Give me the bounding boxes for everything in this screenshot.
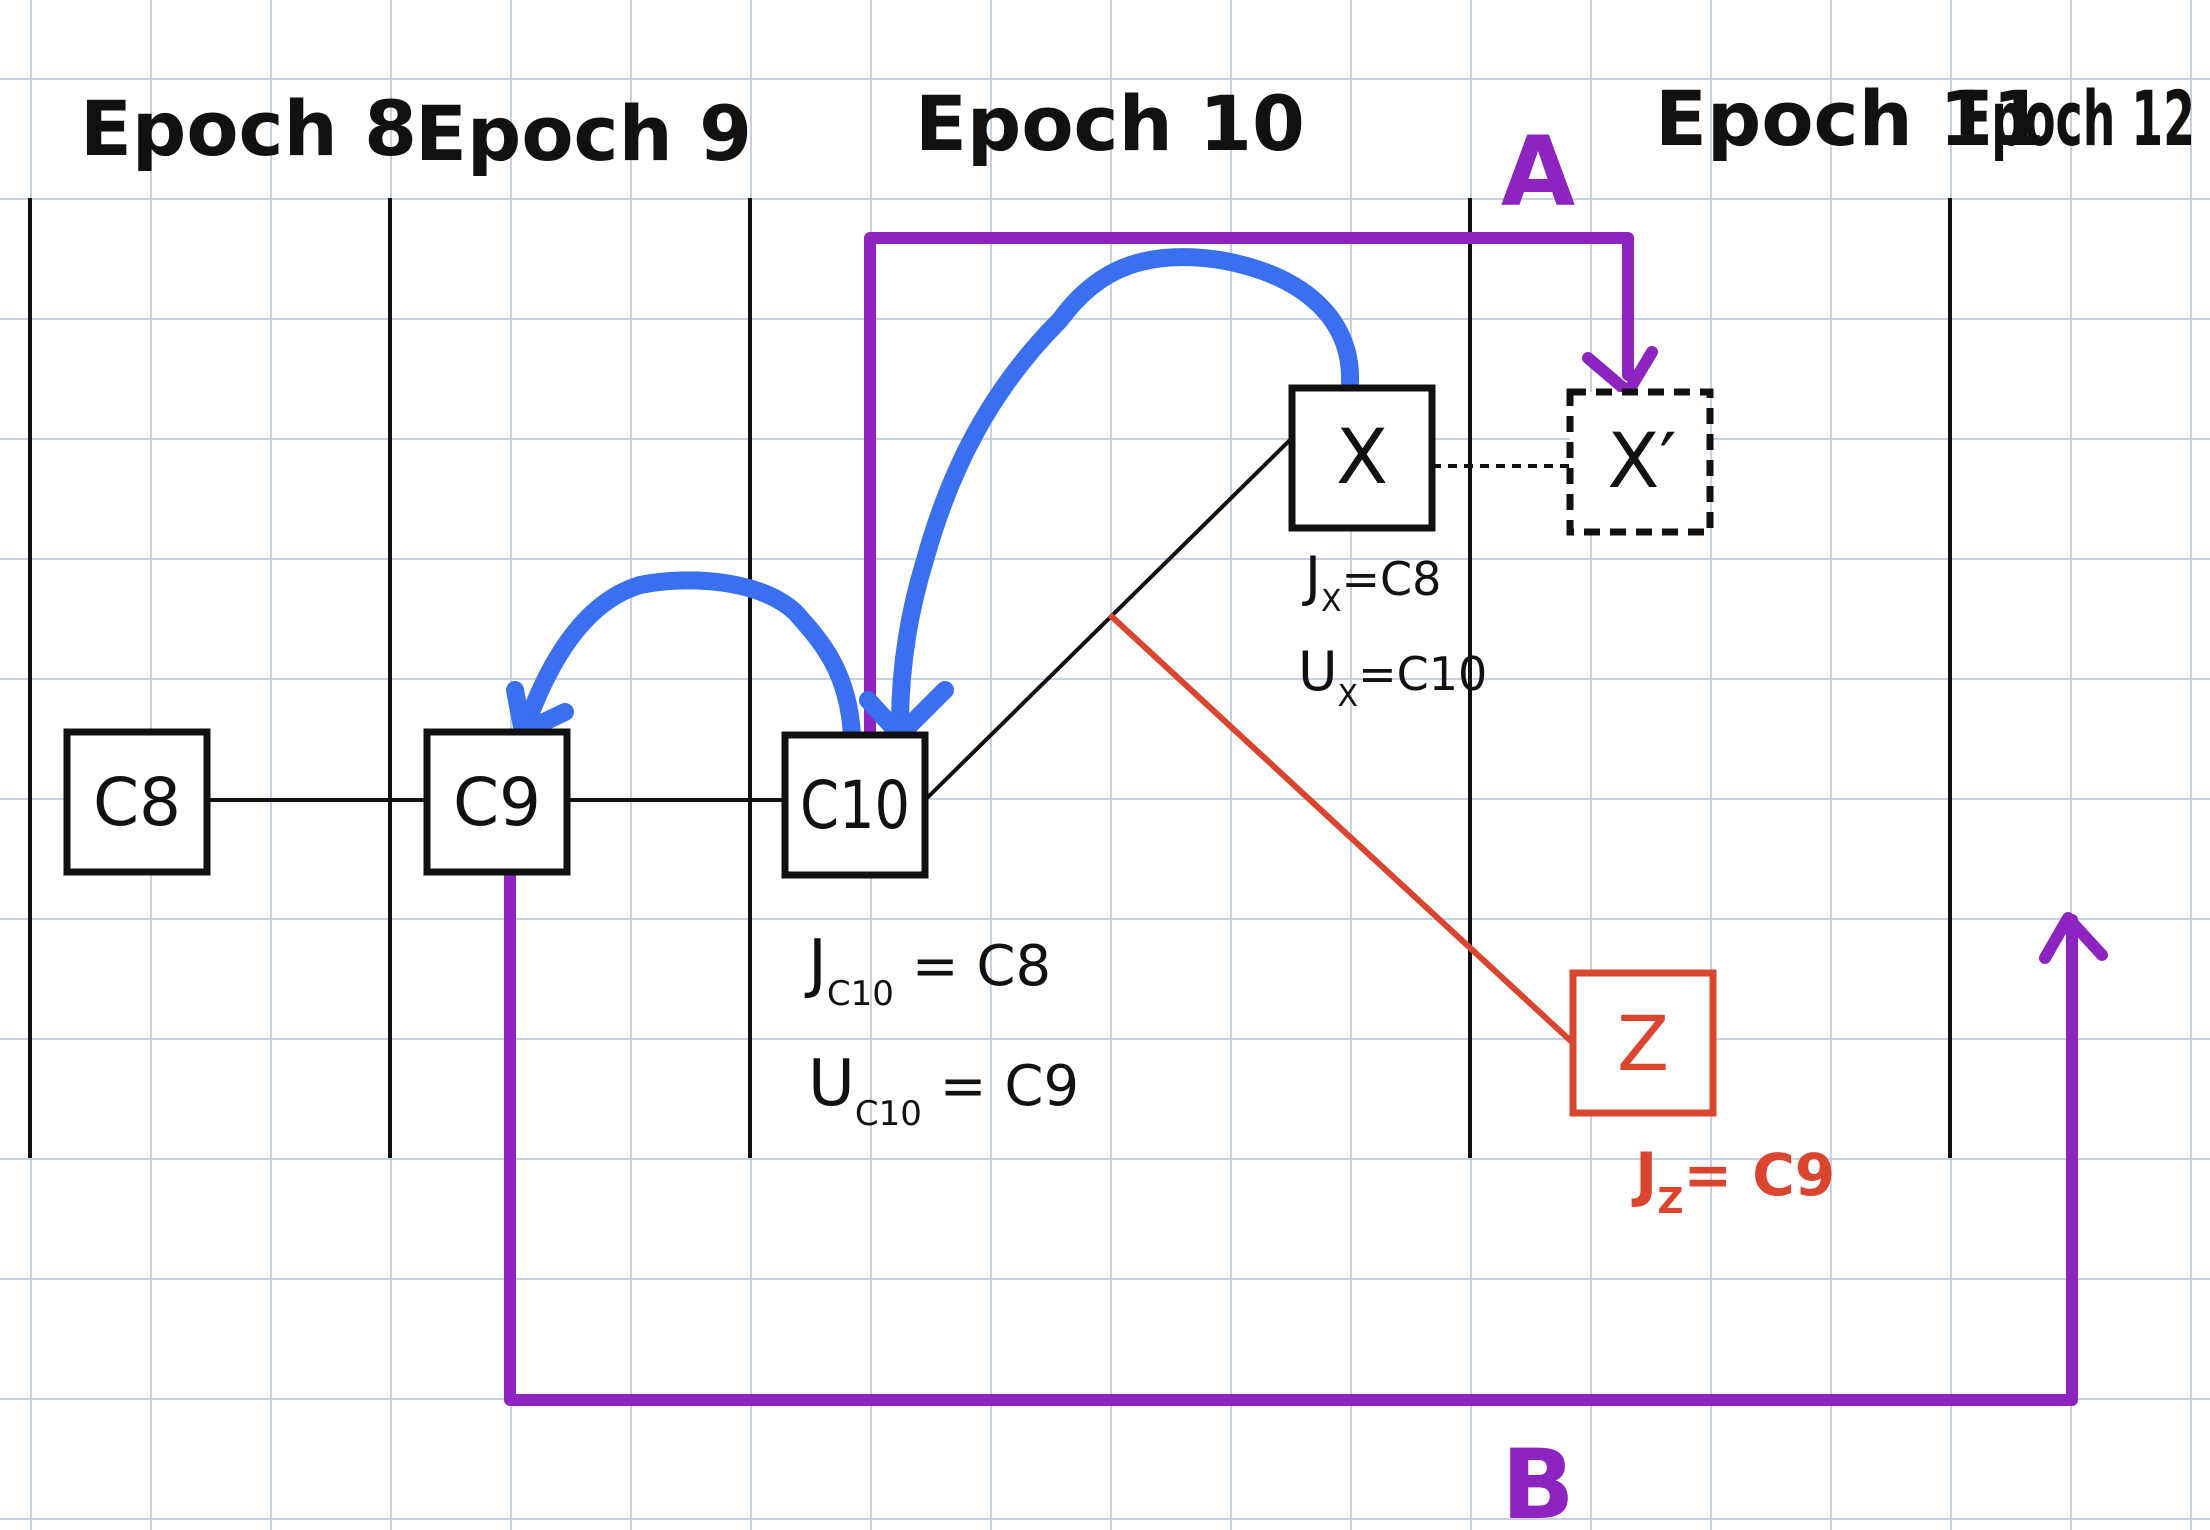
annotation-value: =C8 [1342,552,1442,606]
node-x-label: X [1336,412,1388,501]
annotation-value: = C9 [922,1054,1079,1119]
epoch-label-10: Epoch 10 [915,79,1305,168]
annotation-main: J [804,927,827,1001]
annotation-subscript: Z [1657,1181,1683,1222]
path-b-arrowhead [2039,912,2108,964]
annotation-c10-unrealized: UC10 = C9 [808,1047,1079,1134]
node-c10-box [781,731,929,879]
annotation-value: =C10 [1358,647,1487,701]
node-z-box [1569,969,1717,1117]
epoch-label-8: Epoch 8 [80,84,417,173]
epoch-separators [28,198,1952,1158]
node-boxes [63,384,1717,1117]
epoch-label-9: Epoch 9 [415,89,752,178]
annotation-main: J [1302,545,1321,608]
epoch-label-12: Epoch 12 [1960,74,2195,163]
node-z-label: Z [1617,999,1669,1088]
edge-c10-x [923,436,1294,802]
path-a-arrowhead [1582,346,1658,398]
annotation-subscript: C10 [827,974,894,1014]
annotation-x-justified: JX=C8 [1302,545,1441,619]
blue-arrows [506,248,1360,744]
node-c8-box [63,728,211,876]
node-xprime-label: X′ [1607,416,1676,505]
annotation-z-justified: JZ= C9 [1631,1140,1835,1222]
annotation-c10-justified: JC10 = C8 [804,927,1051,1014]
node-c10-label: C10 [800,767,910,844]
path-a-line [864,232,1634,744]
annotation-main: J [1631,1140,1657,1210]
path-b [504,864,2108,1406]
annotation-subscript: X [1321,584,1342,619]
edge-fork-z [1107,612,1576,1046]
annotation-value: = C8 [894,934,1051,999]
annotation-x-unrealized: UX=C10 [1298,640,1487,714]
path-b-label: B [1501,1429,1574,1530]
node-c9-box [423,728,571,876]
path-a-label: A [1501,116,1575,228]
annotation-main: U [1298,640,1338,703]
annotation-value: = C9 [1683,1141,1835,1209]
annotation-subscript: C10 [855,1094,922,1134]
node-x-box [1288,384,1436,532]
node-c8-label: C8 [93,764,181,841]
blue-arrow-x-to-c10 [891,248,1360,734]
blue-arrow-c10-to-c9 [521,571,861,744]
path-a [864,232,1658,744]
annotation-subscript: X [1338,679,1359,714]
chain-edges [208,436,1570,802]
epoch-label-11: Epoch 11 [1655,74,2045,163]
annotation-main: U [808,1047,855,1121]
node-c9-label: C9 [453,764,541,841]
node-xprime-box [1566,388,1714,536]
path-b-line [504,864,2078,1406]
